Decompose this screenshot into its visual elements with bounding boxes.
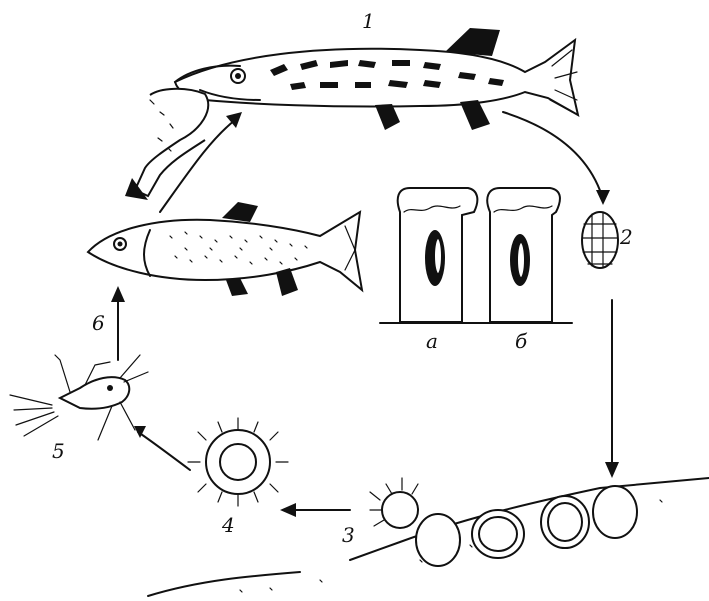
inset-b-label: б bbox=[515, 329, 528, 353]
cyst-icon bbox=[370, 478, 637, 566]
stage-2-label: 2 bbox=[619, 225, 633, 249]
ciliated-larva-icon bbox=[188, 418, 288, 506]
stage-4-label: 4 bbox=[221, 513, 235, 537]
stage-5-label: 5 bbox=[52, 439, 65, 463]
arrow-coracidium-to-copepod bbox=[134, 426, 190, 470]
inset-a-label: а bbox=[426, 329, 438, 353]
stage-1-label: 1 bbox=[362, 9, 375, 33]
stage-3-label: 3 bbox=[342, 523, 355, 547]
arrow-egg-to-water bbox=[605, 300, 619, 478]
arrow-cyst-to-coracidium bbox=[280, 503, 350, 517]
arrow-copepod-to-trout bbox=[111, 286, 125, 360]
inset-sections bbox=[380, 188, 572, 323]
stage-6-label: 6 bbox=[92, 311, 105, 335]
segmented-egg-icon bbox=[582, 212, 618, 268]
copepod-icon bbox=[10, 355, 148, 440]
trout-fish-icon bbox=[88, 202, 362, 296]
